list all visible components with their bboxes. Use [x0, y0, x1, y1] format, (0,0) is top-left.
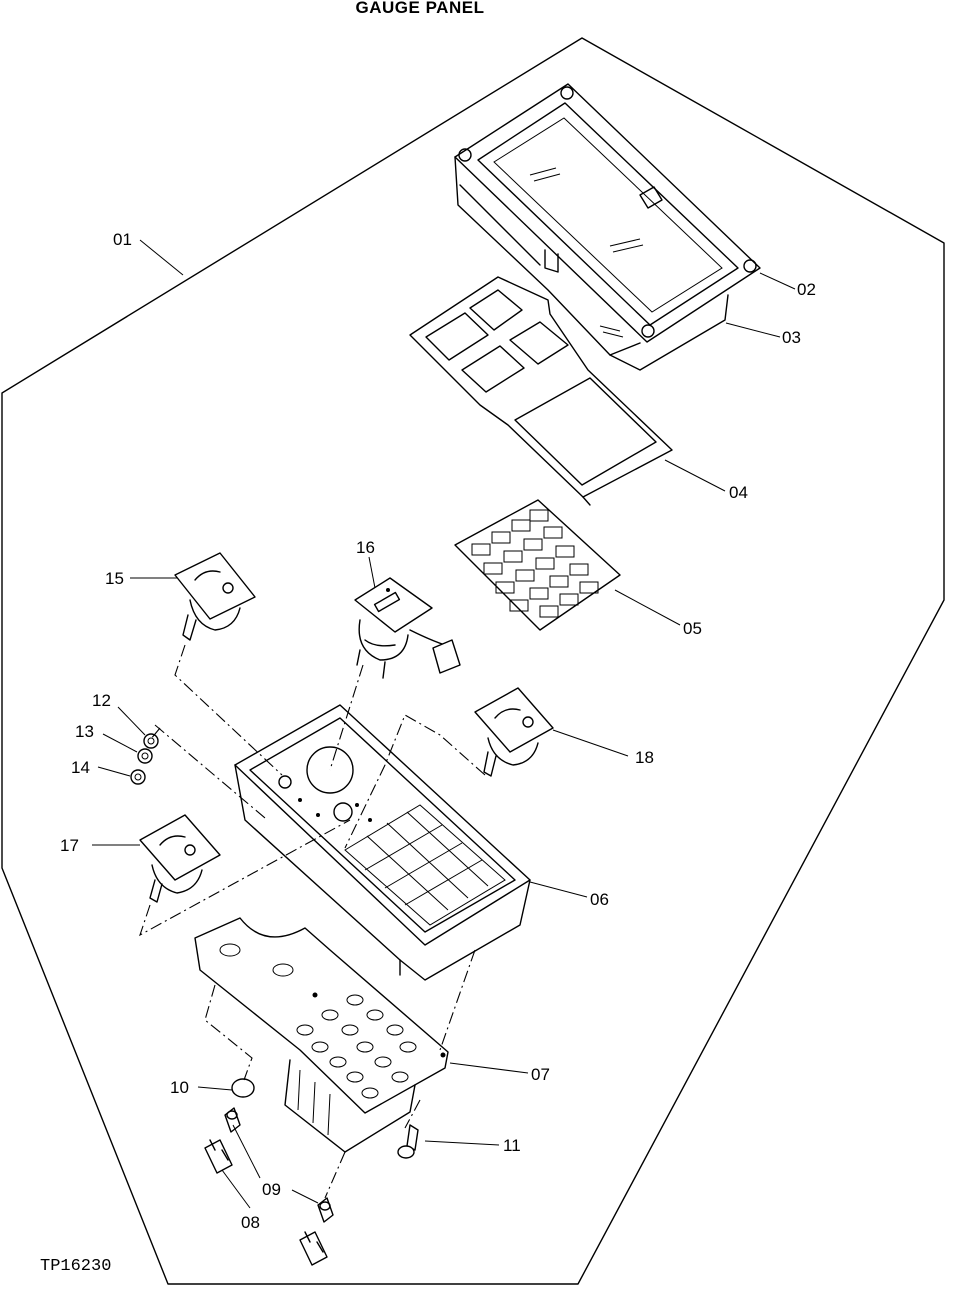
assembly-lines — [139, 644, 486, 1199]
callout-11: 11 — [503, 1136, 521, 1155]
callout-03: 03 — [782, 328, 801, 347]
part-16-hour-meter — [354, 577, 461, 679]
callout-09-upper: 09 — [262, 1180, 281, 1199]
assembly-boundary — [1, 37, 945, 1285]
callout-04: 04 — [729, 483, 748, 502]
callout-14: 14 — [71, 758, 90, 777]
callout-labels: 01 02 03 04 05 06 07 08 09 09 10 11 12 1… — [60, 230, 816, 1232]
part-09-bulb-upper — [224, 1107, 241, 1133]
callout-18: 18 — [635, 748, 654, 767]
part-09-bulb-lower — [317, 1197, 334, 1223]
leader-lines — [92, 239, 796, 1209]
part-07-circuit-board — [194, 917, 449, 1153]
callout-10: 10 — [170, 1078, 189, 1097]
callout-08: 08 — [241, 1213, 260, 1232]
part-03-bezel — [454, 156, 729, 371]
callout-17: 17 — [60, 836, 79, 855]
part-18-gauge — [474, 687, 554, 777]
part-05-lens-grid — [454, 499, 621, 631]
part-04-window-frame — [409, 276, 673, 506]
part-08-socket-lower — [299, 1231, 328, 1266]
callout-12: 12 — [92, 691, 111, 710]
part-11-screw — [397, 1124, 419, 1159]
callout-02: 02 — [797, 280, 816, 299]
callout-01: 01 — [113, 230, 132, 249]
part-17-gauge — [139, 814, 221, 903]
part-13-washer — [137, 748, 153, 764]
part-06-housing — [234, 704, 531, 981]
callout-05: 05 — [683, 619, 702, 638]
callout-06: 06 — [590, 890, 609, 909]
part-02-cover-frame — [454, 83, 761, 343]
part-08-socket-upper — [204, 1139, 233, 1174]
part-10-plug — [231, 1078, 255, 1098]
part-14-nut — [130, 769, 146, 785]
part-15-gauge — [174, 552, 256, 641]
part-12-nut — [143, 733, 159, 749]
callout-15: 15 — [105, 569, 124, 588]
diagram-title: GAUGE PANEL — [355, 0, 485, 17]
figure-id: TP16230 — [40, 1257, 112, 1276]
callout-16: 16 — [356, 538, 375, 557]
callout-13: 13 — [75, 722, 94, 741]
callout-07: 07 — [531, 1065, 550, 1084]
